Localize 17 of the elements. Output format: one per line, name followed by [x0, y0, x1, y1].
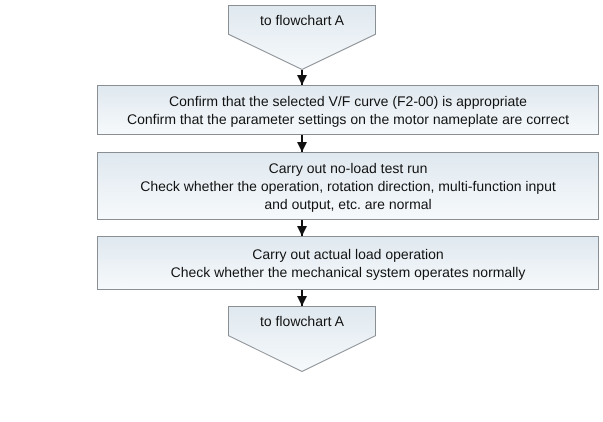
- connector-label: to flowchart A: [258, 11, 346, 29]
- step-heading: Carry out no-load test run: [268, 159, 428, 177]
- off-page-connector: [228, 306, 376, 372]
- step-text: Confirm that the parameter settings on the motor nameplate are correct: [127, 110, 569, 128]
- arrow: [297, 290, 307, 306]
- step-text: Check whether the mechanical system operates normally: [170, 263, 526, 281]
- process-box: [97, 236, 599, 290]
- step-heading: Confirm that the selected V/F curve (F2-00) is appropriate: [169, 92, 527, 110]
- arrow: [297, 135, 307, 152]
- step-heading: Carry out actual load operation: [252, 245, 444, 263]
- arrow: [297, 70, 307, 85]
- process-box: [97, 85, 599, 135]
- process-box: [97, 152, 599, 220]
- arrow: [297, 220, 307, 236]
- off-page-connector: [228, 5, 376, 70]
- connector-label: to flowchart A: [258, 312, 346, 330]
- step-text: Check whether the operation, rotation direction, multi-function input and output, etc. are normal: [139, 177, 557, 213]
